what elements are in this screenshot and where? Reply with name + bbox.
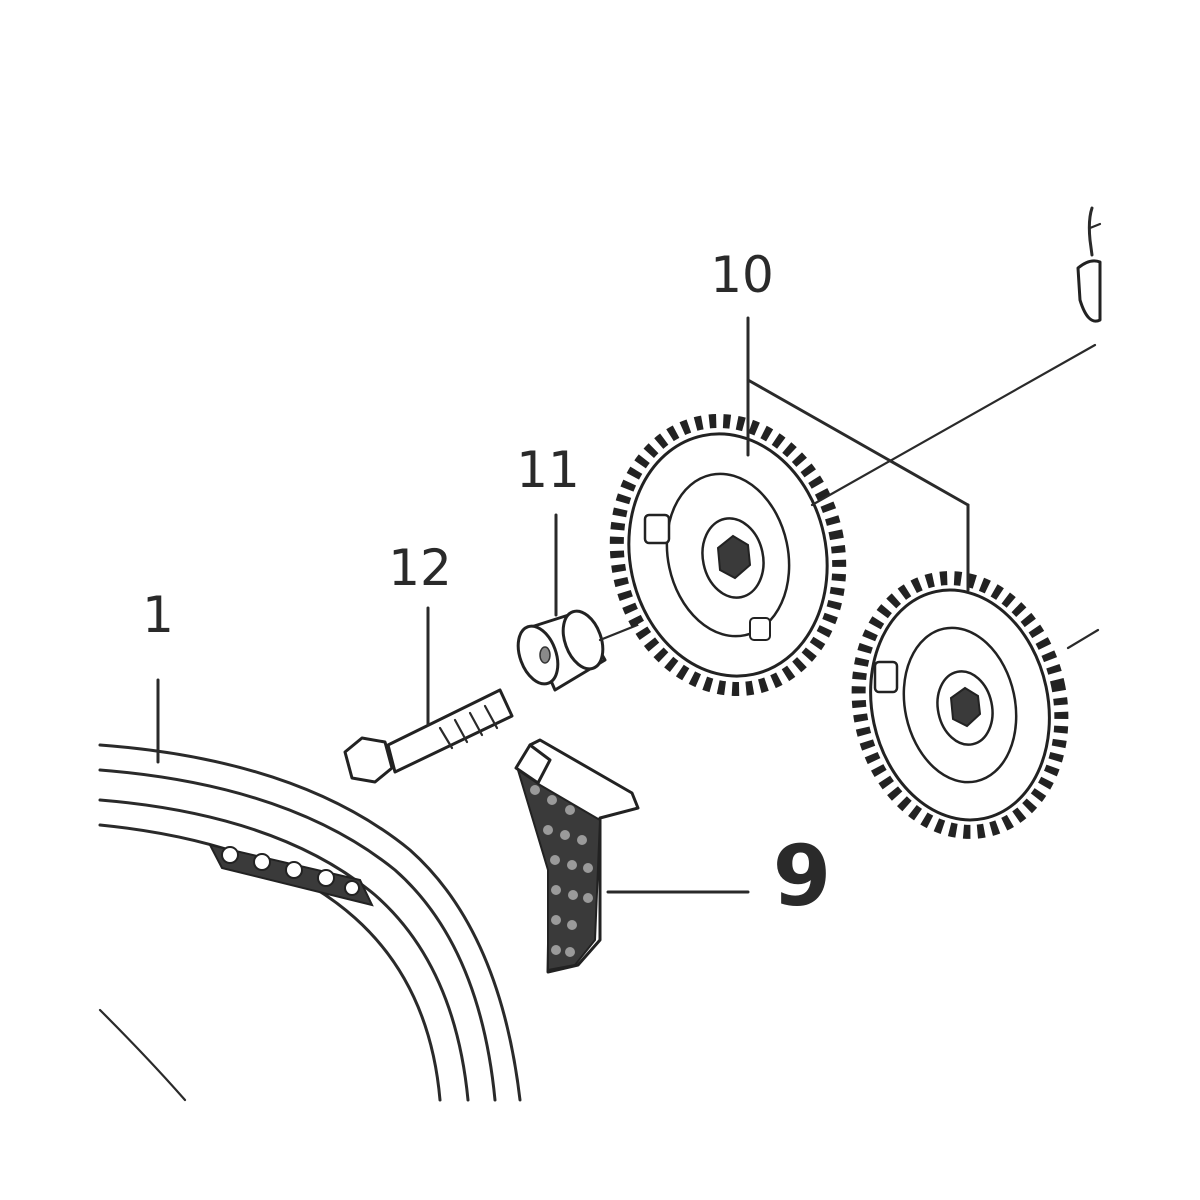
chain-links bbox=[208, 843, 374, 907]
chain-guide bbox=[514, 738, 640, 974]
leader-lines-10 bbox=[746, 316, 970, 592]
leader-line-upper-right bbox=[810, 343, 1097, 507]
camshaft-sprocket-front bbox=[609, 413, 847, 697]
bolt bbox=[343, 688, 514, 784]
callout-label-11: 11 bbox=[516, 441, 580, 499]
callout-label-1: 1 bbox=[142, 586, 174, 644]
callout-label-9-highlighted: 9 bbox=[773, 827, 831, 925]
spacer-bushing bbox=[516, 609, 607, 692]
cropped-part-top-right bbox=[1076, 206, 1102, 323]
timing-chain bbox=[98, 743, 522, 1102]
camshaft-sprocket-rear bbox=[851, 571, 1069, 839]
leader-line-right bbox=[1066, 628, 1100, 650]
callout-label-12: 12 bbox=[388, 539, 452, 597]
callout-label-10: 10 bbox=[710, 246, 774, 304]
